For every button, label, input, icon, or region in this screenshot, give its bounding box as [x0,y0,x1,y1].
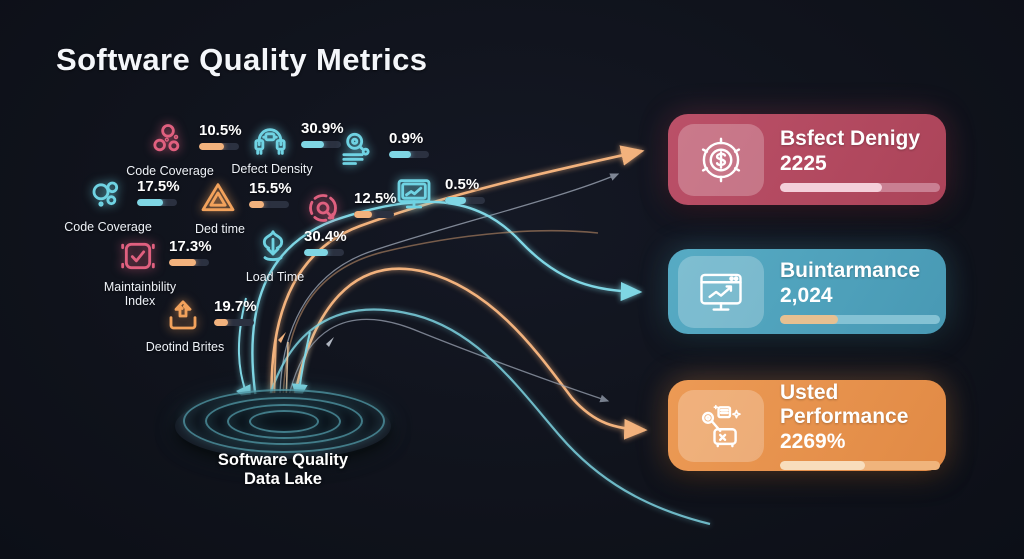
metric-code-coverage-2: Code Coverage 17.5% [64,176,180,234]
metric-ded-time: Ded time 15.5% [195,178,292,236]
metric-progress [137,199,177,206]
metric-progress [199,143,239,150]
card-value: 2,024 [780,284,833,308]
metric-load-time: Load Time 30.4% [246,226,347,284]
card-progress [780,460,940,470]
card-bsfect-denigy: Bsfect Denigy 2225 [668,114,946,205]
metric-monitor: 0.5% [394,174,485,214]
robot-arm-icon [678,389,764,462]
metric-value: 30.4% [304,228,347,245]
metric-deotind-brites: Deotind Brites 19.7% [146,296,257,354]
metric-code-coverage-1: Code Coverage 10.5% [126,120,242,178]
metric-progress [389,151,429,158]
lake-ring-center [249,410,319,433]
metric-inspection: 0.9% [338,128,429,168]
card-value: 2225 [780,152,827,176]
checkbox-icon [118,236,158,276]
card-value: 2269% [780,429,846,453]
page-title: Software Quality Metrics [56,42,428,77]
metric-value: 19.7% [214,298,257,315]
robot-icon [250,118,290,158]
metric-label: Deotind Brites [145,340,225,354]
metric-progress [249,201,289,208]
warning-triangle-icon [198,178,238,218]
magnifier-report-icon [338,128,378,168]
card-usted-performance: Usted Performance 2269% [668,380,946,471]
data-lake-label: Software Quality Data Lake [181,451,385,490]
metric-label: Ded time [194,222,246,236]
data-lake-label-line2: Data Lake [244,470,322,489]
metric-maintainability-index: Maintainbility Index 17.3% [104,236,212,308]
metric-label: Code Coverage [126,164,214,178]
card-progress [780,315,940,325]
card-title: Bsfect Denigy [780,126,921,150]
bubbles-icon [86,176,126,216]
data-lake-label-line1: Software Quality [217,451,349,469]
card-buintarmance: Buintarmance 2,024 [668,249,946,334]
metric-defect-density: Defect Density 30.9% [231,118,344,176]
metric-value: 15.5% [249,180,292,197]
browser-chart-icon [678,255,764,328]
dollar-gauge-icon [678,123,764,196]
card-progress [780,183,940,193]
monitor-chart-icon [394,174,434,214]
metric-progress [169,259,209,266]
metric-progress [214,319,254,326]
metric-value: 10.5% [199,122,242,139]
download-swirl-icon [253,226,293,266]
metric-value: 12.5% [354,190,397,207]
card-title: Buintarmance [780,258,921,282]
metric-value: 30.9% [301,120,344,137]
metric-label: Load Time [245,270,305,284]
metric-value: 0.9% [389,130,424,147]
metric-progress [354,211,394,218]
metric-value: 0.5% [445,176,480,193]
metric-label: Maintainbility Index [103,280,177,309]
metric-progress [445,197,485,204]
gauge-icon [303,188,343,228]
molecule-icon [148,120,188,160]
metric-progress [304,249,344,256]
metric-progress [301,141,341,148]
data-lake-graphic [175,381,391,463]
metric-gauge: 12.5% [303,188,397,228]
upload-box-icon [163,296,203,336]
metric-value: 17.5% [137,178,180,195]
mid-line-arrowheads [278,332,334,347]
card-title: Usted Performance [780,381,909,428]
metric-label: Defect Density [231,162,313,176]
metric-label: Code Coverage [64,220,152,234]
metric-value: 17.3% [169,238,212,255]
